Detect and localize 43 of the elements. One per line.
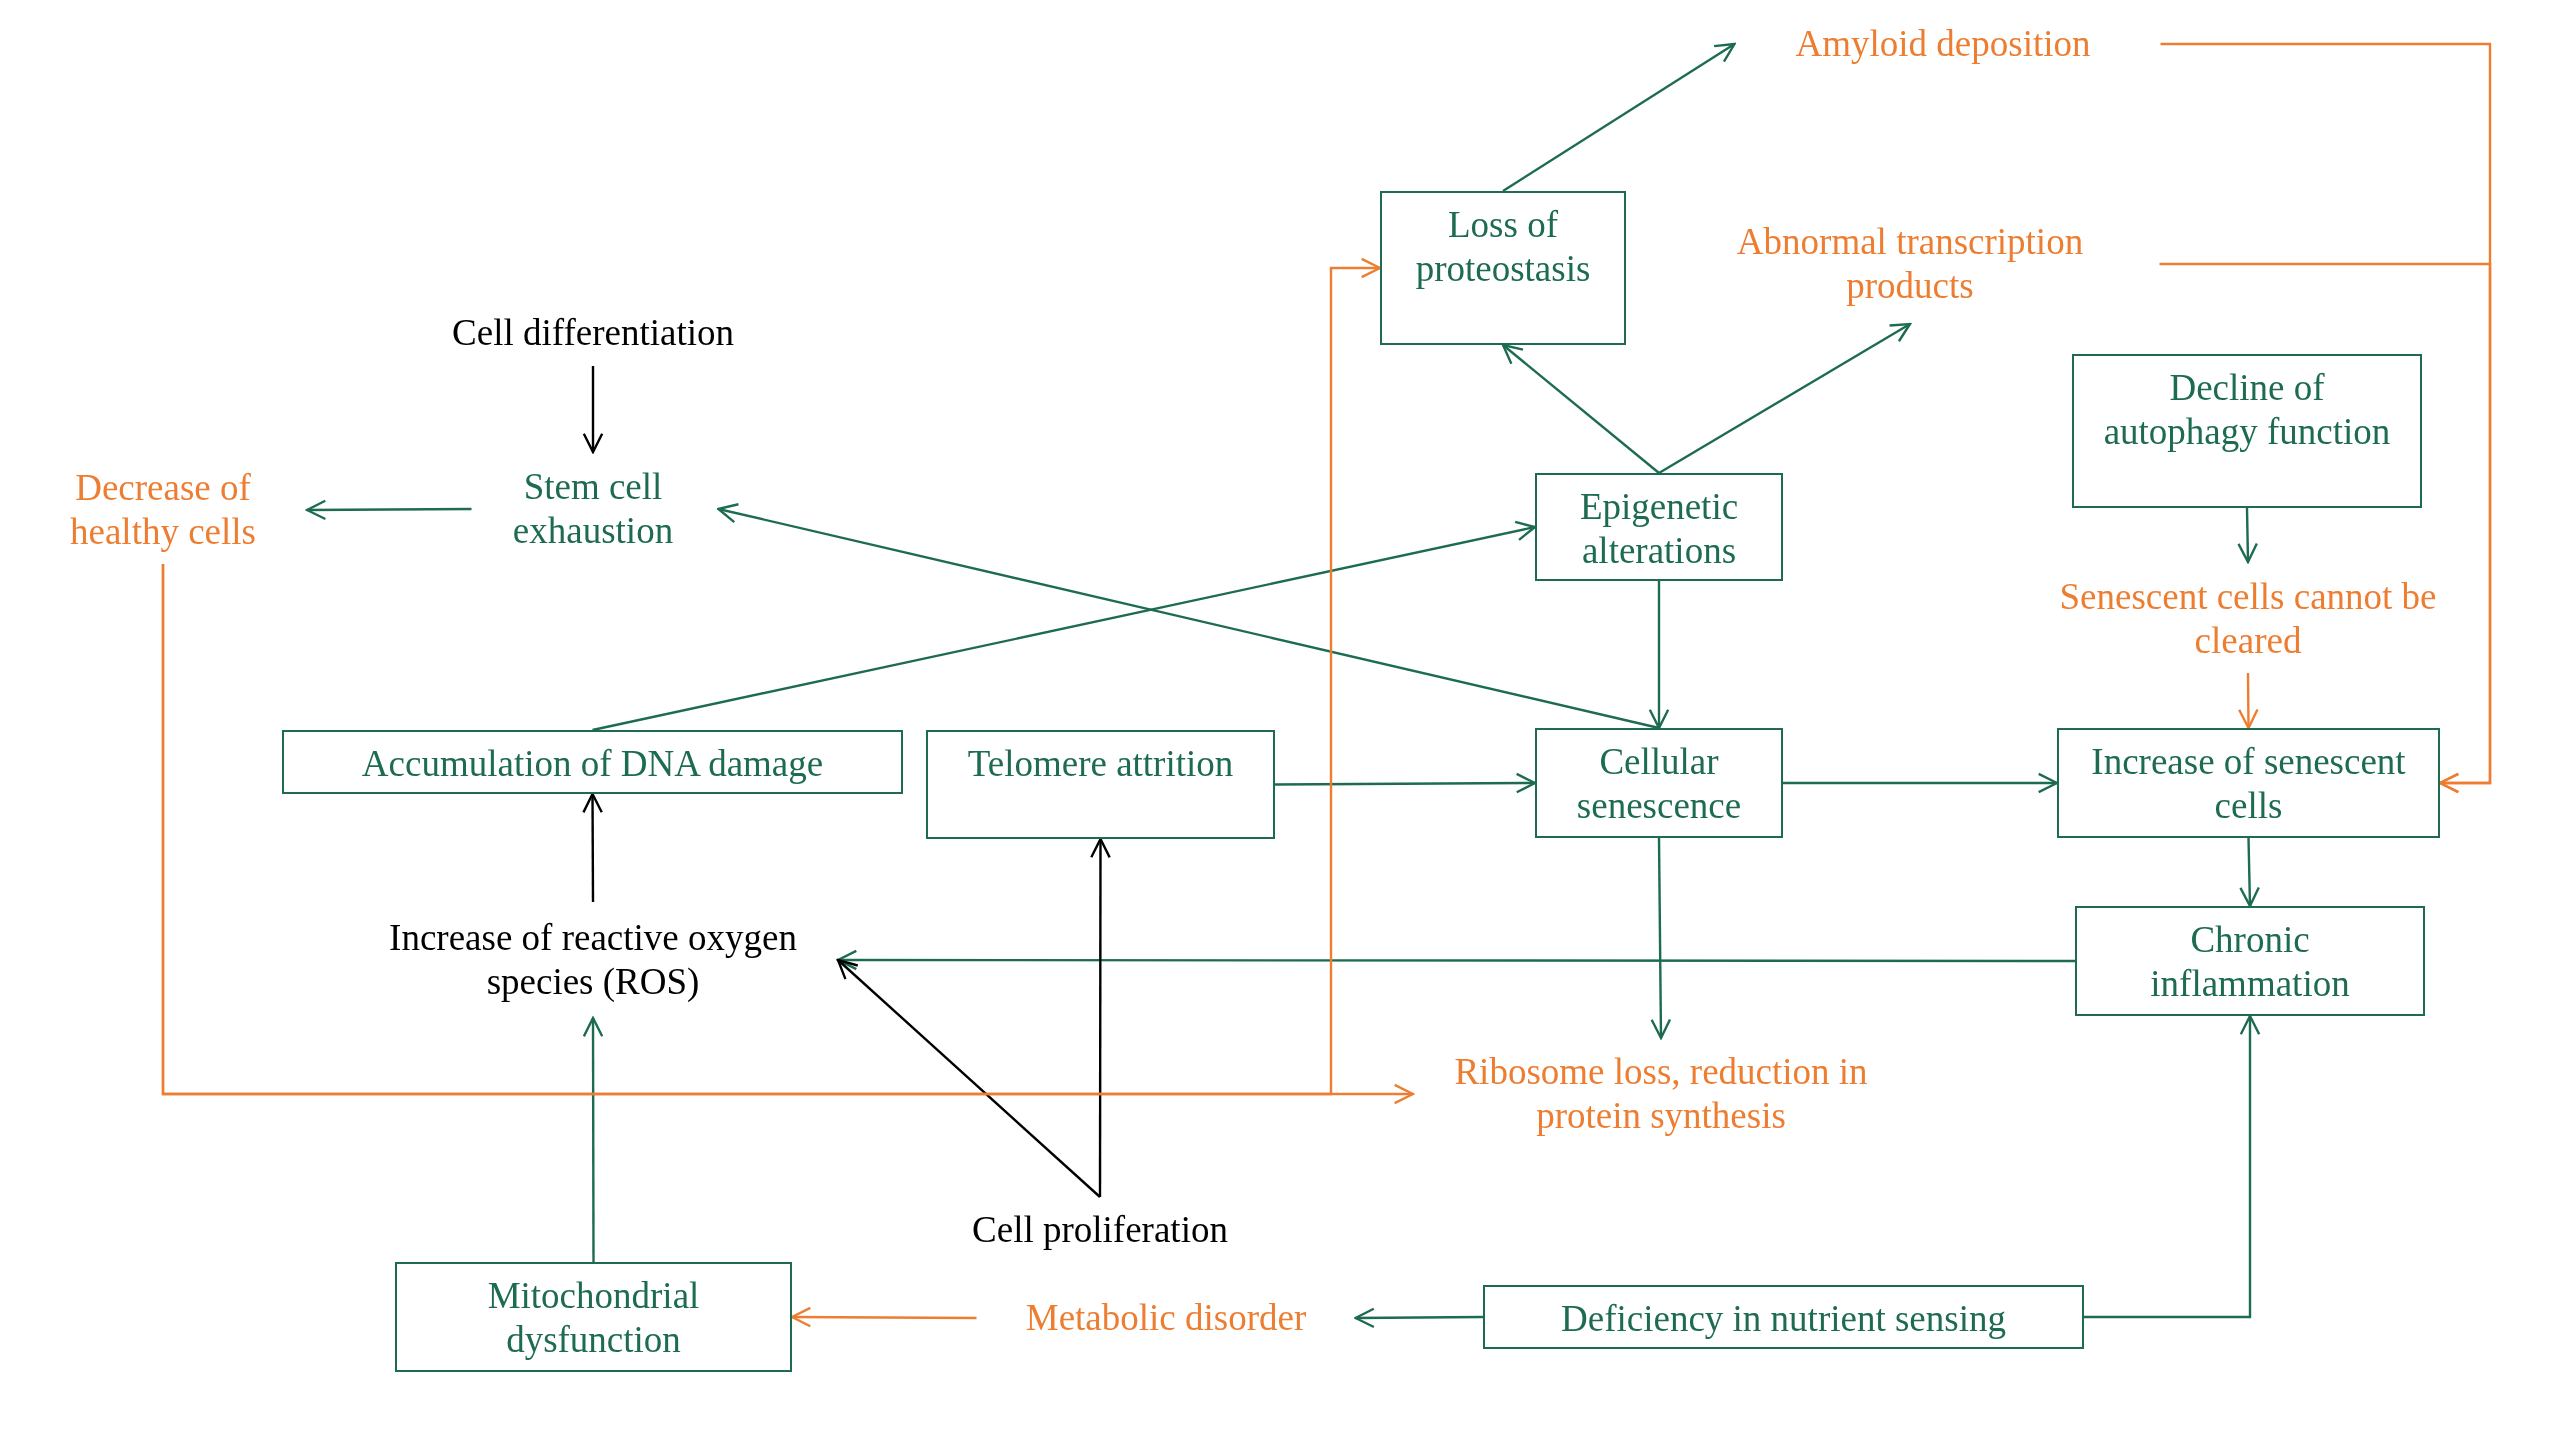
elbow-arrow <box>2084 1014 2261 1319</box>
arrow <box>592 520 1537 732</box>
arrow <box>2239 837 2260 908</box>
arrow <box>582 792 603 902</box>
arrow <box>1648 581 1670 730</box>
cause-text: Cell differentiation <box>451 311 735 355</box>
cause-text: Cell proliferation <box>971 1208 1229 1252</box>
arrow <box>836 958 1101 1198</box>
process-box: Chronic inflammation <box>2075 906 2425 1016</box>
outcome-text: Decrease of healthy cells <box>69 466 257 554</box>
arrow <box>1658 322 1912 475</box>
elbow-arrow <box>2159 262 2492 794</box>
arrow <box>1090 837 1111 1197</box>
process-box: Decline of autophagy function <box>2072 354 2422 508</box>
process-box: Deficiency in nutrient sensing <box>1483 1285 2084 1349</box>
arrow <box>2237 507 2258 564</box>
arrow <box>717 503 1660 730</box>
arrow <box>582 1016 604 1262</box>
process-box: Epigenetic alterations <box>1535 473 1783 581</box>
arrow <box>2238 673 2259 730</box>
outcome-text: Metabolic disorder <box>1024 1296 1308 1340</box>
process-box: Loss of proteostasis <box>1380 191 1626 345</box>
cause-text: Increase of reactive oxygen species (ROS) <box>388 916 798 1004</box>
arrow <box>1502 42 1736 192</box>
arrow <box>305 499 472 521</box>
arrow <box>1783 772 2059 794</box>
outcome-text: Amyloid deposition <box>1794 22 2092 66</box>
outcome-text: Abnormal transcription products <box>1735 220 2085 308</box>
arrow <box>836 949 2075 971</box>
arrow <box>1275 772 1537 794</box>
elbow-arrow <box>161 257 1382 1096</box>
arrow <box>1354 1307 1483 1329</box>
process-box: Accumulation of DNA damage <box>282 730 903 794</box>
arrow <box>1501 343 1660 474</box>
process-box: Increase of senescent cells <box>2057 728 2440 838</box>
outcome-text: Senescent cells cannot be cleared <box>2058 575 2438 663</box>
process-box: Cellular senescence <box>1535 728 1783 838</box>
arrow <box>582 366 604 454</box>
arrow <box>1650 838 1672 1040</box>
process-box: Telomere attrition <box>926 730 1275 839</box>
process-box: Mitochondrial dysfunction <box>395 1262 792 1372</box>
hallmark-text: Stem cell exhaustion <box>511 465 675 553</box>
outcome-text: Ribosome loss, reduction in protein synthesis <box>1453 1050 1869 1138</box>
